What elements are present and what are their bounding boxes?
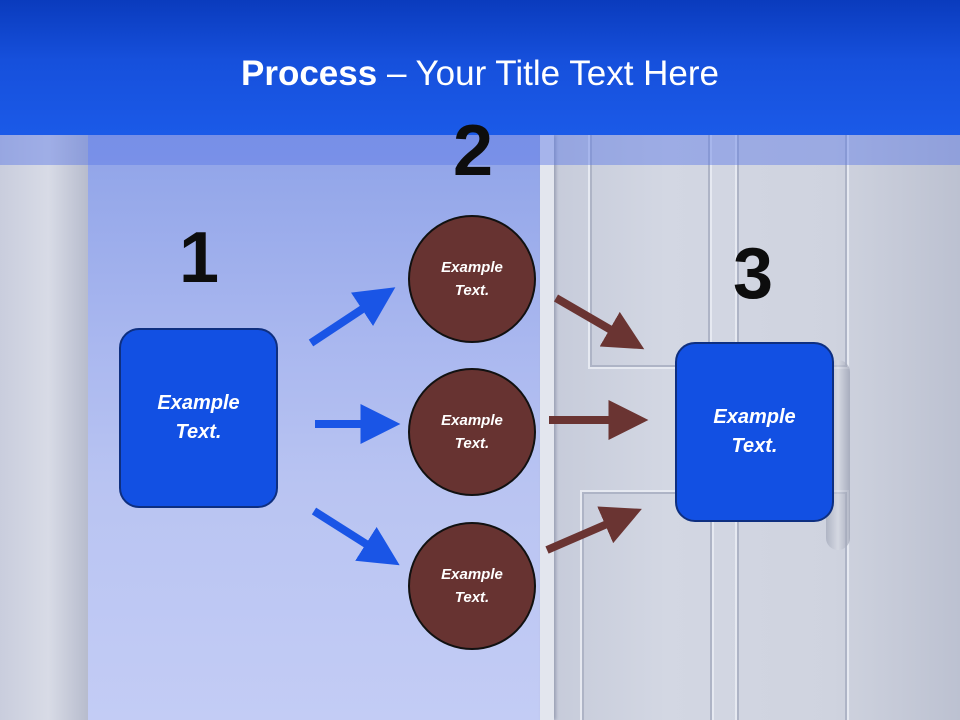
step-number-1: 1 [178,218,220,298]
title-bar-strip [0,135,960,165]
circle-top-label: Example Text. [441,259,503,299]
door-frame-left [0,135,88,720]
step-2-circle-bottom: Example Text. [408,522,536,650]
arrow-brown-top [553,294,645,350]
step-2-circle-middle: Example Text. [408,368,536,496]
circle-bottom-label: Example Text. [441,566,503,606]
step-2-circle-top: Example Text. [408,215,536,343]
title-bar [0,0,960,135]
step-1-box-label: Example Text. [157,392,240,443]
door-panel-lower-left [580,490,714,720]
step-1-box: Example Text. [119,328,278,508]
slide-title-bold: Process [241,54,378,93]
arrow-brown-bottom [545,506,642,554]
step-3-box: Example Text. [675,342,834,522]
slide-title: Process – Your Title Text Here [0,52,960,96]
step-number-3: 3 [732,234,774,314]
arrow-down-right [311,507,400,566]
slide-title-rest: – Your Title Text Here [377,54,719,93]
step-number-2: 2 [452,111,494,191]
door-edge [540,135,554,720]
circle-middle-label: Example Text. [441,412,503,452]
step-3-box-label: Example Text. [713,406,796,457]
arrow-up-right [308,287,396,347]
